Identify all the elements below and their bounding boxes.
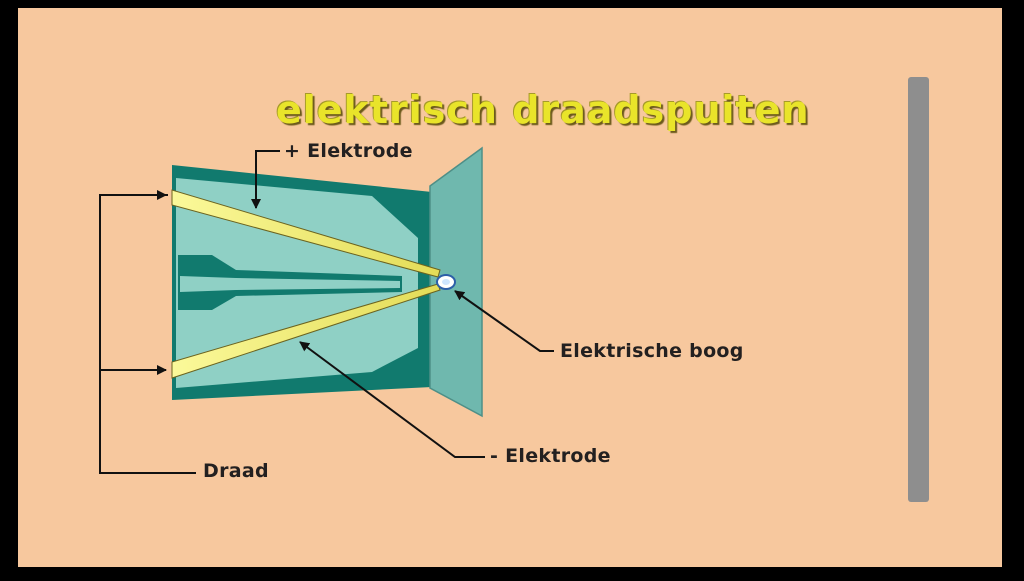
plus-electrode-wire	[171, 189, 441, 278]
plus-electrode-label: + Elektrode	[284, 140, 413, 162]
minus-electrode-wire	[171, 283, 441, 379]
gun-center-slot	[180, 276, 400, 292]
arc-label: Elektrische boog	[560, 340, 744, 362]
diagram-title: elektrisch draadspuiten	[276, 88, 810, 132]
minus-electrode-label: - Elektrode	[490, 445, 611, 467]
electric-arc	[436, 274, 456, 290]
wire-bracket	[99, 190, 196, 474]
plus-electrode-leader	[251, 150, 280, 209]
wire-label: Draad	[203, 460, 269, 482]
spray-gun	[172, 146, 483, 418]
substrate-plate	[908, 77, 929, 502]
arc-leader	[454, 290, 554, 352]
minus-electrode-leader	[299, 341, 485, 458]
